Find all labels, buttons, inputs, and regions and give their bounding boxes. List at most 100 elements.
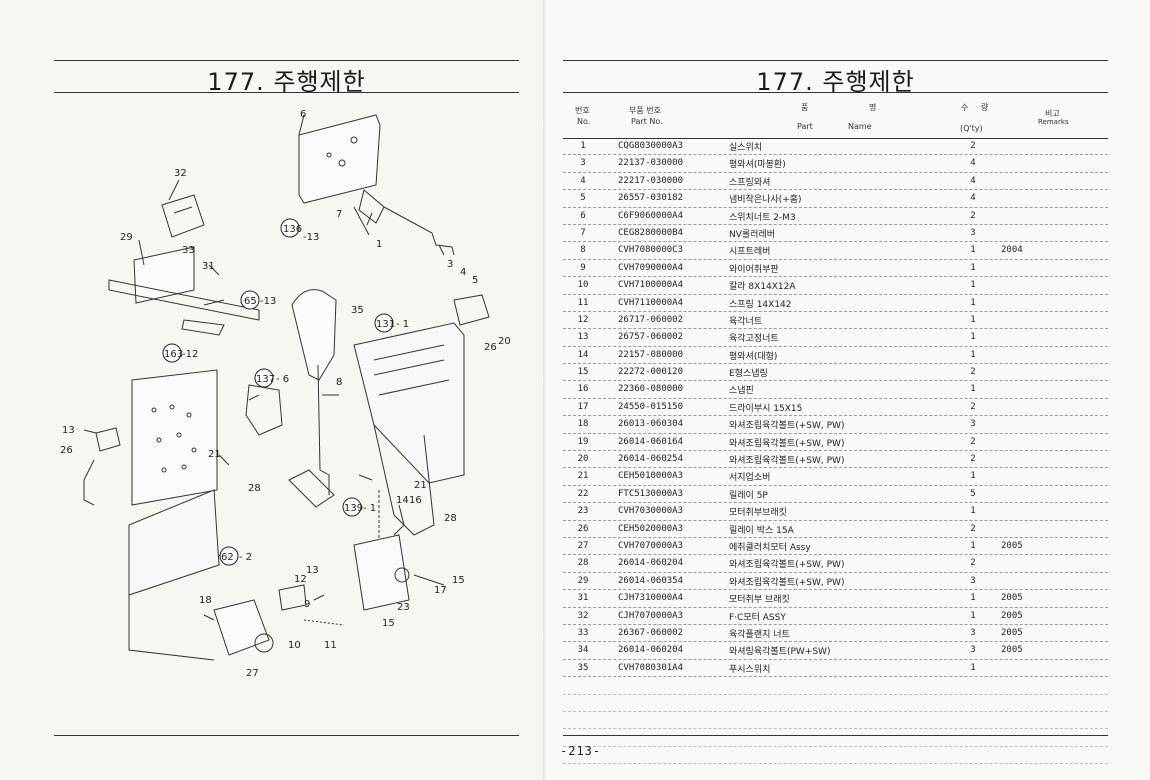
part-code: 26717-060002 bbox=[618, 314, 684, 325]
empty-table-row bbox=[563, 712, 1108, 730]
callout-136: 136 bbox=[283, 224, 302, 235]
part-code: CJH7070000A3 bbox=[618, 610, 684, 621]
callout-15-bottom: 15 bbox=[382, 618, 395, 629]
part-number-index: 29 bbox=[577, 575, 589, 586]
callout-163-suffix: -12 bbox=[182, 349, 198, 360]
callout-6: 6 bbox=[300, 109, 306, 120]
part-code: 26014-060354 bbox=[618, 575, 684, 586]
part-number-index: 34 bbox=[577, 645, 589, 656]
part-quantity: 2 bbox=[970, 523, 976, 534]
part-number-index: 6 bbox=[580, 210, 586, 221]
part-code: 26757-060002 bbox=[618, 332, 684, 343]
left-title-rule-top bbox=[54, 60, 519, 61]
callout-139: 139 bbox=[344, 503, 363, 514]
part-name: 스프링와셔 bbox=[729, 177, 771, 188]
left-title-rule-bottom bbox=[54, 92, 519, 93]
part-code: CEH5010000A3 bbox=[618, 471, 684, 482]
part-name: NV롤러레버 bbox=[729, 229, 776, 240]
callout-12: 12 bbox=[294, 574, 307, 585]
part-name: F·C모터 ASSY bbox=[729, 612, 786, 623]
callout-163: 163 bbox=[164, 349, 183, 360]
part-name: 와셔조립육각볼트(+SW, PW) bbox=[729, 456, 845, 467]
part-name: 육각너트 bbox=[729, 316, 763, 327]
part-quantity: 4 bbox=[970, 175, 976, 186]
part-number-index: 10 bbox=[577, 280, 589, 291]
part-code: 22137-030000 bbox=[618, 158, 684, 169]
header-qty-kr-1: 수 bbox=[961, 103, 969, 112]
part-number-index: 3 bbox=[580, 158, 586, 169]
part-name: 와셔조립육각볼트(+SW, PW) bbox=[729, 560, 845, 571]
part-code: 26014-060204 bbox=[618, 645, 684, 656]
part-quantity: 1 bbox=[970, 471, 976, 482]
part-number-index: 11 bbox=[577, 297, 589, 308]
part-name: 스냅핀 bbox=[729, 386, 754, 397]
part-code: 26013-060304 bbox=[618, 419, 684, 430]
part-name: 와셔조립육각볼트(+SW, PW) bbox=[729, 438, 845, 449]
part-name: 와이어취부판 bbox=[729, 264, 779, 275]
part-code: FTC5130000A3 bbox=[618, 488, 684, 499]
callout-4: 4 bbox=[460, 267, 466, 278]
part-remarks: 2005 bbox=[1001, 610, 1023, 621]
part-quantity: 1 bbox=[970, 349, 976, 360]
part-name: 릴레이 박스 15A bbox=[729, 525, 794, 536]
callout-13: 13 bbox=[62, 425, 75, 436]
part-code: CJH7310000A4 bbox=[618, 593, 684, 604]
callout-7: 7 bbox=[336, 209, 342, 220]
callout-16: 16 bbox=[409, 495, 422, 506]
callout-136-suffix: -13 bbox=[303, 232, 319, 243]
part-code: CVH7080301A4 bbox=[618, 662, 684, 673]
header-name-kr-1: 품 bbox=[801, 103, 809, 112]
part-quantity: 1 bbox=[970, 297, 976, 308]
part-name: 와셔조립육각볼트(+SW, PW) bbox=[729, 421, 845, 432]
page-gutter bbox=[543, 0, 547, 780]
callout-20: 20 bbox=[498, 336, 511, 347]
part-quantity: 1 bbox=[970, 332, 976, 343]
part-number-index: 23 bbox=[577, 506, 589, 517]
callout-33: 33 bbox=[182, 245, 195, 256]
part-quantity: 1 bbox=[970, 314, 976, 325]
header-no-en: No. bbox=[577, 117, 591, 126]
part-code: 22217-030000 bbox=[618, 175, 684, 186]
part-number-index: 17 bbox=[577, 401, 589, 412]
part-name: 서지업소버 bbox=[729, 473, 771, 484]
right-page-title: 177. 주행제한 bbox=[756, 68, 915, 96]
callout-21b: 21 bbox=[414, 480, 427, 491]
right-footer-rule bbox=[563, 735, 1108, 736]
part-quantity: 3 bbox=[970, 627, 976, 638]
part-name: 육각고정너트 bbox=[729, 334, 779, 345]
part-quantity: 2 bbox=[970, 210, 976, 221]
part-quantity: 1 bbox=[970, 280, 976, 291]
page-number: -213- bbox=[560, 744, 602, 758]
part-code: CQG8030000A3 bbox=[618, 141, 684, 151]
left-footer-rule bbox=[54, 735, 519, 736]
part-code: 24550-015150 bbox=[618, 401, 684, 412]
left-page bbox=[0, 0, 560, 780]
part-quantity: 1 bbox=[970, 384, 976, 395]
callout-5: 5 bbox=[472, 275, 478, 286]
part-code: 26557-030182 bbox=[618, 193, 684, 204]
part-code: CEG8280000B4 bbox=[618, 227, 684, 238]
part-number-index: 4 bbox=[580, 175, 586, 186]
part-name: 드라이부시 15X15 bbox=[729, 403, 803, 414]
header-qty-en: (Q'ty) bbox=[960, 124, 983, 133]
callout-28b: 28 bbox=[444, 513, 457, 524]
part-number-index: 7 bbox=[580, 227, 586, 238]
callout-65-suffix: -13 bbox=[260, 296, 276, 307]
part-quantity: 3 bbox=[970, 227, 976, 238]
callout-26-left: 26 bbox=[60, 445, 73, 456]
part-quantity: 1 bbox=[970, 262, 976, 273]
part-number-index: 26 bbox=[577, 523, 589, 534]
